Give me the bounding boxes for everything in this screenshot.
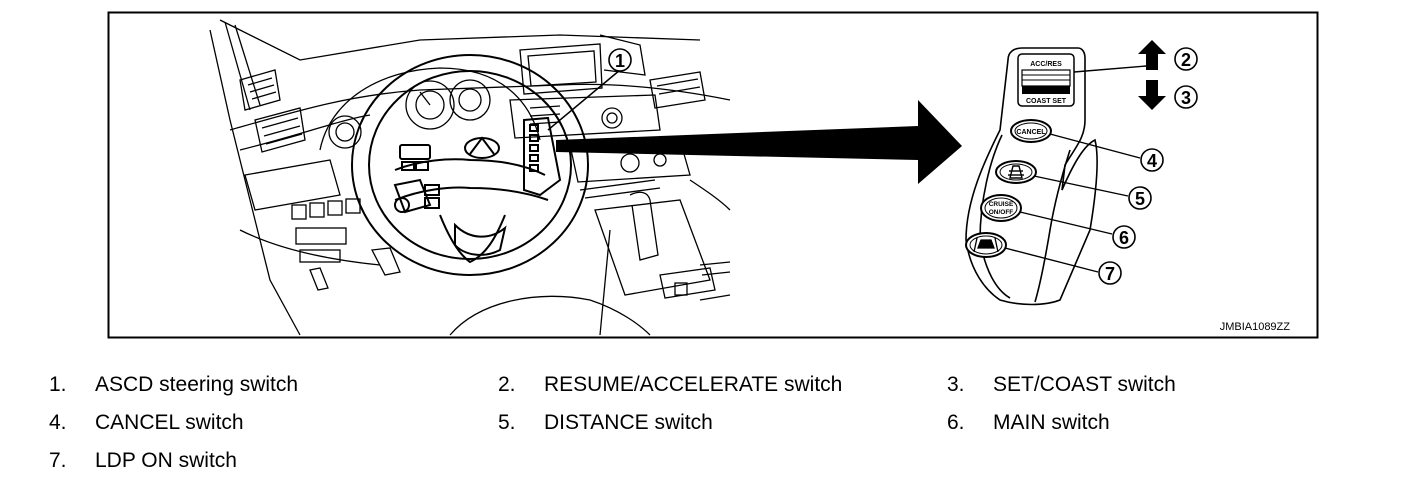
steering-wheel-emblem-icon xyxy=(464,136,500,159)
callout-1: 1 xyxy=(547,48,632,131)
figure-frame xyxy=(107,11,1319,339)
cancel-switch: CANCEL xyxy=(1010,119,1052,143)
callout-5: 5 xyxy=(1128,186,1152,210)
resume-coast-rocker: ACC/RES COAST SET xyxy=(1017,53,1075,107)
ldp-icon xyxy=(973,237,999,253)
svg-text:ON/OFF: ON/OFF xyxy=(989,209,1014,216)
distance-switch xyxy=(995,160,1037,184)
svg-text:3: 3 xyxy=(1181,88,1191,108)
leader-6 xyxy=(1019,211,1113,235)
svg-text:ACC/RES: ACC/RES xyxy=(1030,61,1062,68)
figure-code: JMBIA1089ZZ xyxy=(1220,321,1291,333)
leader-2 xyxy=(1073,65,1147,73)
svg-text:CANCEL: CANCEL xyxy=(1016,129,1046,136)
callout-6: 6 xyxy=(1112,225,1136,249)
svg-text:COAST SET: COAST SET xyxy=(1026,98,1067,105)
svg-text:CRUISE: CRUISE xyxy=(989,201,1014,208)
svg-text:6: 6 xyxy=(1119,228,1129,248)
svg-text:7: 7 xyxy=(1105,264,1115,284)
svg-text:4: 4 xyxy=(1147,151,1157,171)
leader-7 xyxy=(1004,247,1099,273)
zoom-arrow xyxy=(556,100,962,184)
distance-icon xyxy=(1008,165,1024,179)
leader-5 xyxy=(1033,175,1129,197)
steering-wheel xyxy=(351,54,589,276)
svg-text:1: 1 xyxy=(615,51,625,71)
leader-4 xyxy=(1049,133,1141,159)
svg-text:5: 5 xyxy=(1135,189,1145,209)
callout-7: 7 xyxy=(1098,261,1122,285)
dashboard-illustration xyxy=(209,19,731,336)
callout-3: 3 xyxy=(1174,85,1198,109)
arrow-down-icon xyxy=(1138,80,1166,110)
callout-2: 2 xyxy=(1174,47,1198,71)
svg-text:2: 2 xyxy=(1181,50,1191,70)
callout-4: 4 xyxy=(1140,148,1164,172)
arrow-up-icon xyxy=(1138,40,1166,70)
main-switch: CRUISE ON/OFF xyxy=(980,194,1022,222)
